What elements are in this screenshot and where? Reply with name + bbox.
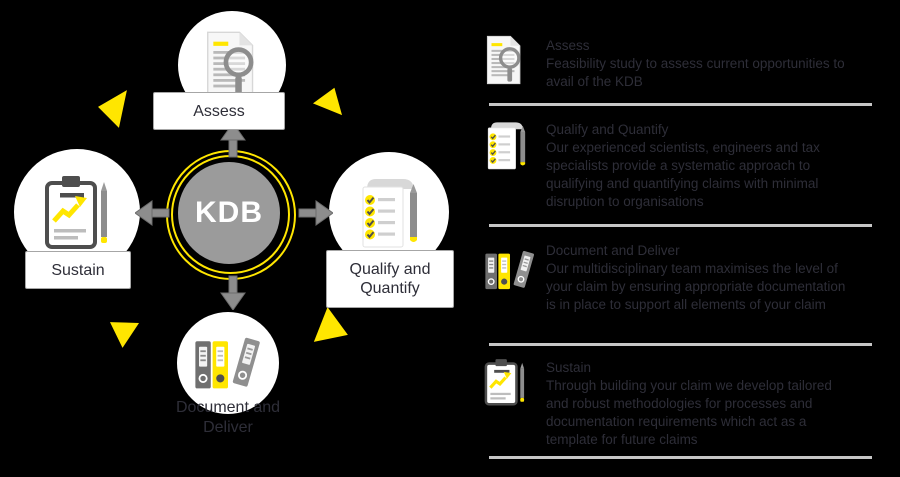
node-assess-label: Assess — [153, 92, 285, 130]
stage-text: Qualify and Quantify Our experienced sci… — [546, 119, 858, 211]
node-sustain-label: Sustain — [25, 251, 131, 289]
node-document-label: Document and Deliver — [175, 399, 281, 436]
kdb-center-circle: KDB — [178, 162, 280, 264]
stage-title: Qualify and Quantify — [546, 122, 669, 137]
stage-body: Feasibility study to assess current oppo… — [546, 56, 845, 89]
binders-icon — [484, 248, 546, 297]
kdb-cycle-diagram: KDB Assess Qualify and Quantify Document… — [14, 11, 454, 436]
stage-title: Sustain — [546, 360, 592, 375]
arrow-left-icon — [135, 200, 171, 226]
section-divider — [489, 103, 872, 106]
stage-title: Document and Deliver — [546, 243, 680, 258]
stage-text: Assess Feasibility study to assess curre… — [546, 35, 858, 91]
stage-text: Document and Deliver Our multidisciplina… — [546, 240, 858, 314]
stage-body: Our experienced scientists, engineers an… — [546, 140, 820, 209]
node-document — [177, 312, 279, 414]
stage-section-assess: Assess Feasibility study to assess curre… — [484, 35, 858, 91]
section-divider — [489, 224, 872, 227]
stage-body: Our multidisciplinary team maximises the… — [546, 261, 846, 312]
node-qualify-label: Qualify and Quantify — [326, 250, 454, 308]
stage-section-qualify: Qualify and Quantify Our experienced sci… — [484, 119, 858, 211]
arrow-right-icon — [297, 200, 333, 226]
stage-body: Through building your claim we develop t… — [546, 378, 832, 447]
section-divider — [489, 343, 872, 346]
clipboard-chart-icon — [484, 357, 546, 412]
stage-title: Assess — [546, 38, 590, 53]
arrow-down-icon — [220, 274, 246, 310]
section-divider — [489, 456, 872, 459]
checklist-pencil-icon — [484, 119, 546, 176]
document-magnifier-icon — [484, 35, 546, 90]
stage-section-document: Document and Deliver Our multidisciplina… — [484, 240, 858, 314]
kdb-center-label: KDB — [195, 196, 263, 229]
stage-section-sustain: Sustain Through building your claim we d… — [484, 357, 858, 449]
stage-text: Sustain Through building your claim we d… — [546, 357, 858, 449]
